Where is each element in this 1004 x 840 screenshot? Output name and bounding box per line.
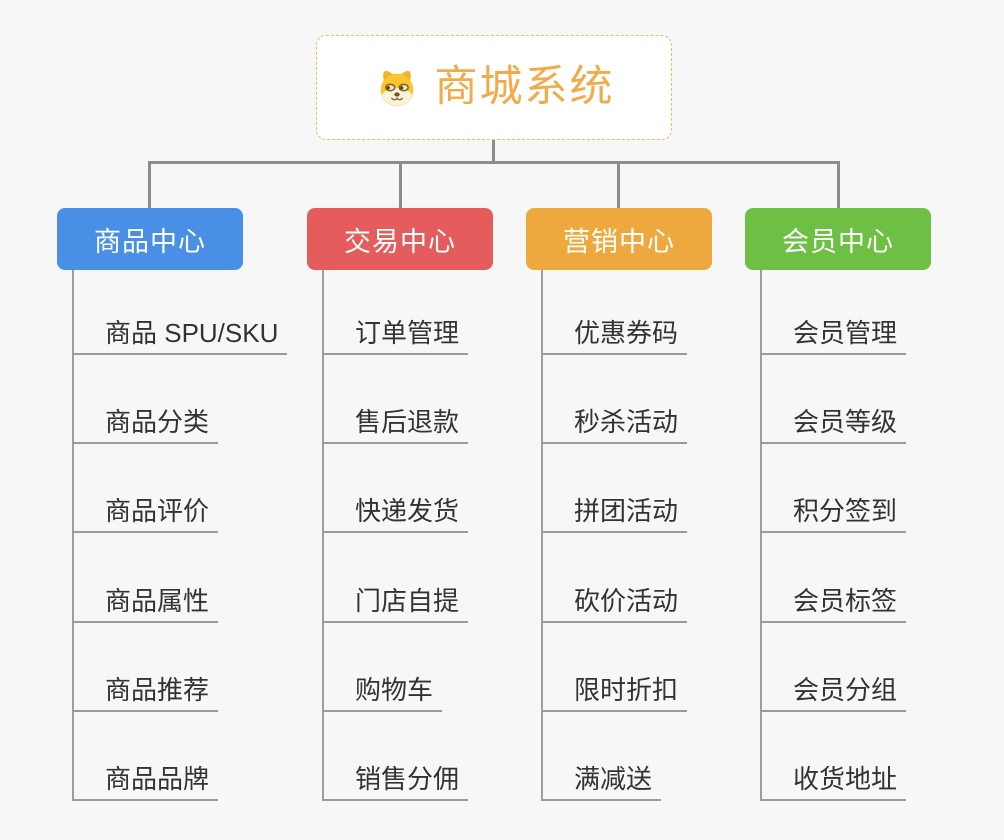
leaf-node[interactable]: 订单管理 bbox=[322, 317, 469, 355]
leaf-node[interactable]: 满减送 bbox=[541, 763, 662, 801]
connector-drop-trading bbox=[399, 161, 402, 208]
connector-drop-product bbox=[148, 161, 151, 208]
branch-trunk-line bbox=[541, 270, 543, 801]
branch-header-trading-center[interactable]: 交易中心 bbox=[307, 208, 493, 270]
branch-header-label: 会员中心 bbox=[782, 226, 894, 257]
dog-face-icon bbox=[374, 65, 420, 111]
leaf-node[interactable]: 秒杀活动 bbox=[541, 406, 688, 444]
leaf-node[interactable]: 会员管理 bbox=[760, 317, 907, 355]
leaf-node[interactable]: 快递发货 bbox=[322, 495, 469, 533]
leaf-node[interactable]: 商品 SPU/SKU bbox=[72, 317, 288, 355]
leaf-node[interactable]: 门店自提 bbox=[322, 585, 469, 623]
branch-header-label: 营销中心 bbox=[563, 226, 675, 257]
leaf-node[interactable]: 商品品牌 bbox=[72, 763, 219, 801]
leaf-node[interactable]: 会员标签 bbox=[760, 585, 907, 623]
branch-header-member-center[interactable]: 会员中心 bbox=[745, 208, 931, 270]
branch-header-label: 交易中心 bbox=[344, 226, 456, 257]
leaf-node[interactable]: 积分签到 bbox=[760, 495, 907, 533]
branch-header-product-center[interactable]: 商品中心 bbox=[57, 208, 243, 270]
leaf-node[interactable]: 优惠券码 bbox=[541, 317, 688, 355]
leaf-node[interactable]: 购物车 bbox=[322, 674, 443, 712]
branch-header-label: 商品中心 bbox=[94, 226, 206, 257]
leaf-node[interactable]: 限时折扣 bbox=[541, 674, 688, 712]
leaf-node[interactable]: 商品评价 bbox=[72, 495, 219, 533]
branch-trunk-line bbox=[760, 270, 762, 801]
leaf-node[interactable]: 商品推荐 bbox=[72, 674, 219, 712]
root-node-label: 商城系统 bbox=[434, 63, 615, 111]
leaf-node[interactable]: 售后退款 bbox=[322, 406, 469, 444]
leaf-node[interactable]: 收货地址 bbox=[760, 763, 907, 801]
leaf-node[interactable]: 商品分类 bbox=[72, 406, 219, 444]
root-node[interactable]: 商城系统 bbox=[316, 35, 672, 140]
branch-trunk-line bbox=[322, 270, 324, 801]
leaf-node[interactable]: 商品属性 bbox=[72, 585, 219, 623]
leaf-node[interactable]: 会员分组 bbox=[760, 674, 907, 712]
connector-root-stem bbox=[492, 140, 495, 162]
branch-header-marketing-center[interactable]: 营销中心 bbox=[526, 208, 712, 270]
connector-drop-marketing bbox=[617, 161, 620, 208]
leaf-node[interactable]: 砍价活动 bbox=[541, 585, 688, 623]
connector-drop-member bbox=[837, 161, 840, 208]
leaf-node[interactable]: 会员等级 bbox=[760, 406, 907, 444]
connector-horizontal bbox=[148, 161, 840, 164]
branch-trunk-line bbox=[72, 270, 74, 801]
leaf-node[interactable]: 拼团活动 bbox=[541, 495, 688, 533]
leaf-node[interactable]: 销售分佣 bbox=[322, 763, 469, 801]
